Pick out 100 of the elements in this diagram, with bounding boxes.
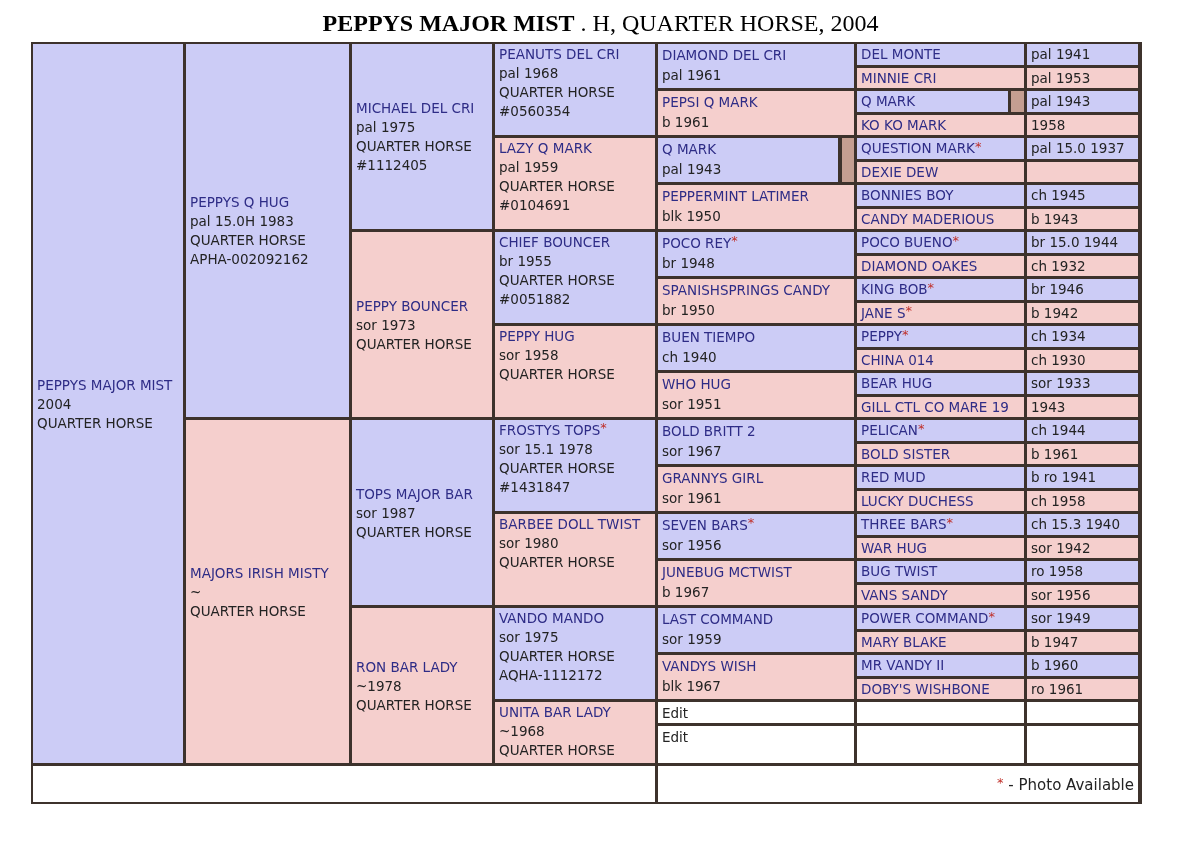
horse-details: pal 15.0H 1983: [190, 212, 294, 231]
horse-details: ch 1934: [1031, 328, 1086, 345]
horse-name: CANDY MADERIOUS: [861, 210, 995, 227]
pedigree-cell: [658, 326, 854, 370]
pedigree-cell: [1027, 561, 1138, 582]
pedigree-cell: [1027, 67, 1138, 88]
horse-name: CHIEF BOUNCER: [499, 233, 611, 252]
horse-details: sor 1980: [499, 534, 559, 553]
pedigree-cell: [658, 514, 854, 558]
horse-details: #0051882: [499, 290, 571, 309]
horse-name: BARBEE DOLL TWIST: [499, 515, 641, 534]
empty-cell: [33, 766, 655, 802]
pedigree-cell: [857, 373, 1024, 394]
horse-name: BONNIES BOY: [861, 187, 954, 204]
horse-details: QUARTER HORSE: [356, 137, 472, 156]
horse-name: MAJORS IRISH MISTY: [190, 563, 329, 583]
empty-cell: [857, 702, 1024, 723]
pedigree-cell: [1027, 655, 1138, 676]
horse-details: sor 15.1 1978: [499, 440, 593, 459]
pedigree-cell: [495, 44, 655, 135]
horse-name: MINNIE CRI: [861, 69, 937, 86]
pedigree-cell: [857, 208, 1024, 229]
horse-details: sor 1987: [356, 503, 416, 523]
pedigree-cell: [495, 326, 655, 417]
pedigree-cell: [352, 608, 492, 763]
horse-details: QUARTER HORSE: [356, 695, 472, 715]
horse-details: ch 1930: [1031, 351, 1086, 368]
horse-details: b 1961: [1031, 445, 1079, 462]
horse-name: Q MARK: [662, 140, 717, 159]
horse-name: LAST COMMAND: [662, 610, 774, 629]
pedigree-cell: [658, 655, 854, 699]
horse-details: ch 15.3 1940: [1031, 516, 1120, 533]
pedigree-cell: [658, 279, 854, 323]
horse-name: BUEN TIEMPO: [662, 328, 756, 347]
pedigree-cell: [857, 114, 1024, 135]
pedigree-cell: [857, 420, 1024, 441]
pedigree-cell: [1027, 138, 1138, 159]
pedigree-cell: [1027, 91, 1138, 112]
pedigree-cell: [857, 44, 1024, 65]
horse-details: APHA-002092162: [190, 250, 309, 269]
horse-name: PEPPYS Q HUG: [190, 193, 290, 212]
horse-name: DIAMOND DEL CRI: [662, 46, 787, 65]
pedigree-cell: [857, 584, 1024, 605]
pedigree-cell: [1027, 490, 1138, 511]
horse-name: DIAMOND OAKES: [861, 257, 978, 274]
horse-name: RON BAR LADY: [356, 657, 458, 677]
horse-details: sor 1967: [662, 442, 722, 461]
pedigree-cell: [857, 255, 1024, 276]
horse-name: BOLD BRITT 2: [662, 422, 756, 441]
pedigree-cell: [857, 91, 1024, 112]
pedigree-cell: [658, 726, 854, 763]
horse-details: blk 1967: [662, 677, 721, 696]
horse-details: QUARTER HORSE: [37, 413, 153, 433]
horse-name: PEANUTS DEL CRI: [499, 45, 620, 64]
horse-details: ~1968: [499, 722, 545, 741]
horse-details: QUARTER HORSE: [499, 177, 615, 196]
horse-name: DEL MONTE: [861, 46, 941, 63]
horse-details: QUARTER HORSE: [499, 365, 615, 384]
pedigree-cell: [495, 232, 655, 323]
pedigree-cell: [857, 537, 1024, 558]
empty-cell: [1027, 702, 1138, 723]
pedigree-cell: [1027, 678, 1138, 699]
pedigree-cell: [495, 420, 655, 511]
horse-details: sor 1956: [1031, 586, 1091, 603]
pedigree-cell: [658, 766, 1138, 802]
pedigree-cell: [1027, 326, 1138, 347]
horse-details: sor 1958: [499, 346, 559, 365]
pedigree-cell: [352, 232, 492, 417]
pedigree-cell: [352, 420, 492, 605]
horse-details: QUARTER HORSE: [190, 601, 306, 621]
horse-details: br 15.0 1944: [1031, 234, 1119, 251]
horse-details: b 1961: [662, 113, 710, 132]
horse-details: #1431847: [499, 478, 571, 497]
pedigree-cell: [658, 702, 854, 723]
horse-name: WAR HUG: [861, 539, 927, 556]
horse-details: ch 1958: [1031, 492, 1086, 509]
pedigree-cell: [1027, 302, 1138, 323]
pedigree-cell: [1027, 514, 1138, 535]
horse-details: sor 1951: [662, 395, 722, 414]
horse-name: LUCKY DUCHESS: [861, 492, 974, 509]
horse-details: b 1967: [662, 583, 710, 602]
horse-details: br 1955: [499, 252, 552, 271]
horse-details: pal 1941: [1031, 46, 1091, 63]
pedigree-cell: [658, 232, 854, 276]
horse-details: QUARTER HORSE: [499, 553, 615, 572]
pedigree-cell: [658, 561, 854, 605]
horse-details: blk 1950: [662, 207, 721, 226]
pedigree-cell: [1027, 208, 1138, 229]
horse-name: WHO HUG: [662, 375, 731, 394]
pedigree-cell: [495, 138, 655, 229]
pedigree-cell: [857, 608, 1024, 629]
pedigree-cell: [1027, 467, 1138, 488]
pedigree-cell: [1027, 584, 1138, 605]
horse-details: ~: [190, 582, 202, 602]
pedigree-cell: [1027, 608, 1138, 629]
pedigree-cell: [658, 44, 854, 88]
pedigree-cell: [1027, 114, 1138, 135]
horse-name: LAZY Q MARK: [499, 139, 592, 158]
pedigree-cell: [33, 44, 183, 763]
pedigree-cell: [1027, 631, 1138, 652]
